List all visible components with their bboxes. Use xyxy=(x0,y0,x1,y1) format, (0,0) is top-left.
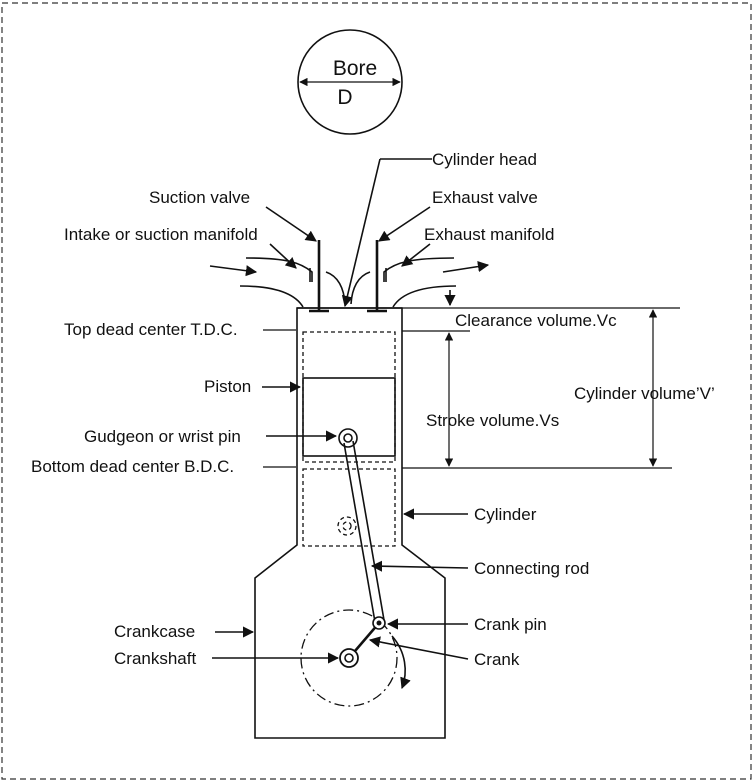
label-crank: Crank xyxy=(474,650,520,669)
label-suction-valve: Suction valve xyxy=(149,188,250,207)
bore-symbol: D xyxy=(337,86,352,109)
label-gudgeon-pin: Gudgeon or wrist pin xyxy=(84,427,241,446)
crankshaft-inner xyxy=(344,653,354,663)
intake-manifold-leader xyxy=(269,243,297,269)
label-clearance-volume: Clearance volume.Vc xyxy=(455,311,617,330)
crank-circle xyxy=(300,609,398,707)
label-cylinder-head: Cylinder head xyxy=(432,150,537,169)
label-crankshaft: Crankshaft xyxy=(114,649,196,668)
label-crank-pin: Crank pin xyxy=(474,615,547,634)
suction-valve xyxy=(309,240,329,313)
exhaust-valve xyxy=(367,240,387,313)
suction-valve-leader xyxy=(265,206,317,242)
label-crankcase: Crankcase xyxy=(114,622,195,641)
exhaust-manifold-lower xyxy=(392,285,457,308)
label-connecting-rod: Connecting rod xyxy=(474,559,589,578)
label-piston: Piston xyxy=(204,377,251,396)
label-exhaust-manifold: Exhaust manifold xyxy=(424,225,554,244)
exhaust-port-inner xyxy=(350,271,371,305)
label-cylinder-volume: Cylinder volume’V’ xyxy=(574,384,715,403)
rotation-arrow xyxy=(391,635,411,690)
gudgeon-pin-outer xyxy=(338,428,358,448)
connecting-rod-leader xyxy=(370,560,469,572)
gudgeon-pin-inner xyxy=(343,433,353,443)
bore-circle xyxy=(297,29,403,135)
label-cylinder: Cylinder xyxy=(474,505,537,524)
engine-block-outline xyxy=(254,307,446,739)
intake-port-inner xyxy=(325,271,346,305)
label-intake-manifold: Intake or suction manifold xyxy=(64,225,258,244)
intake-manifold-lower xyxy=(239,285,304,308)
exhaust-manifold-leader xyxy=(401,243,431,267)
intake-flow-arrow xyxy=(209,265,258,277)
connecting-rod-left xyxy=(343,442,376,623)
connecting-rod-right xyxy=(352,440,385,621)
gudgeon-pin-bdc xyxy=(337,516,357,536)
bore-indicator: Bore D xyxy=(297,29,403,135)
cylinder-head-leader xyxy=(341,158,381,308)
label-exhaust-valve: Exhaust valve xyxy=(432,188,538,207)
label-bdc: Bottom dead center B.D.C. xyxy=(31,457,234,476)
exhaust-manifold-upper xyxy=(383,257,455,282)
crank-leader xyxy=(368,636,469,660)
piston-bdc-dashed xyxy=(302,468,396,547)
bore-label: Bore xyxy=(333,57,377,80)
label-stroke-volume: Stroke volume.Vs xyxy=(426,411,559,430)
intake-manifold-upper xyxy=(245,257,313,282)
piston-body xyxy=(302,377,396,457)
exhaust-flow-arrow xyxy=(442,261,490,273)
exhaust-valve-leader xyxy=(378,206,431,242)
label-tdc: Top dead center T.D.C. xyxy=(64,320,238,339)
